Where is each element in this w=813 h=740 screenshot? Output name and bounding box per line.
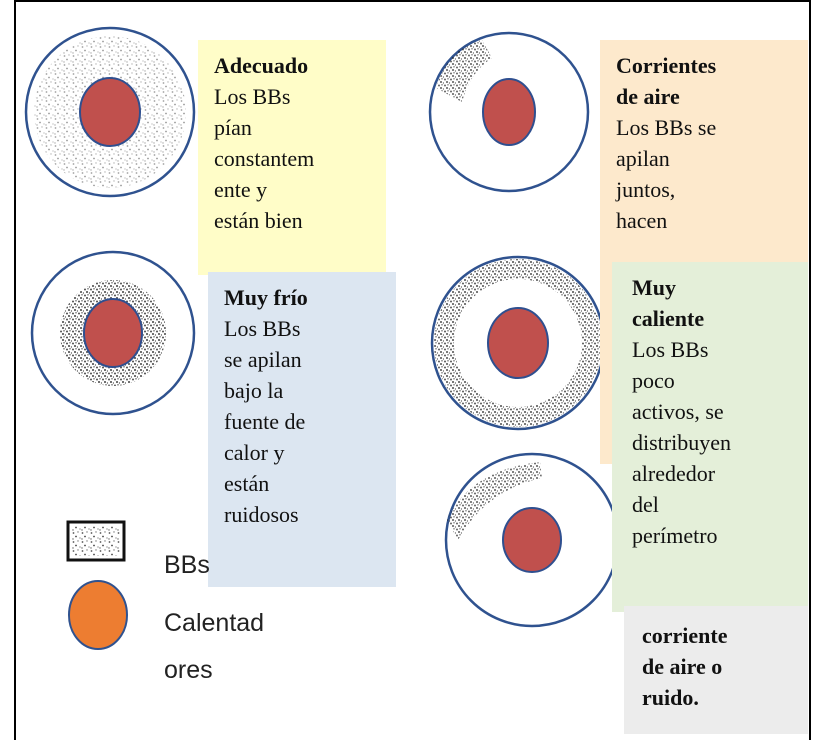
- diagram-frame: [14, 0, 811, 740]
- label-adecuado: Adecuado Los BBs pían constantem ente y …: [198, 40, 386, 275]
- label-corrientes-text: Los BBs se apilan juntos, hacen: [616, 115, 717, 233]
- label-corriente-ruido: corriente de aire o ruido.: [624, 606, 808, 734]
- heater-corriente-ruido: [502, 507, 562, 573]
- label-muy-frio-text: Los BBs se apilan bajo la fuente de calo…: [224, 316, 306, 527]
- circle-corrientes: [428, 31, 590, 193]
- circle-adecuado: [24, 26, 196, 198]
- circle-corriente-ruido: [444, 452, 620, 628]
- circle-muy-caliente: [430, 255, 606, 431]
- heater-muy-frio: [83, 298, 143, 368]
- label-muy-caliente-text: Los BBs poco activos, se distribuyen alr…: [632, 337, 731, 548]
- label-corrientes: Corrientes de aire Los BBs se apilan jun…: [600, 40, 808, 265]
- label-adecuado-text: Los BBs pían constantem ente y están bie…: [214, 84, 315, 233]
- circle-muy-frio: [30, 250, 196, 416]
- label-muy-frio-title: Muy frío: [224, 285, 308, 310]
- legend-heater-label: Calentad ores: [164, 609, 265, 684]
- heater-adecuado: [79, 77, 141, 147]
- label-corrientes-title: Corrientes de aire: [616, 53, 717, 109]
- label-muy-caliente-title: Muy caliente: [632, 275, 705, 331]
- legend-heater-swatch: [68, 580, 128, 650]
- legend-bbs-label: BBs: [164, 551, 210, 579]
- label-corriente-ruido-text: corriente de aire o ruido.: [642, 623, 728, 710]
- heater-muy-caliente: [487, 307, 549, 379]
- label-adecuado-title: Adecuado: [214, 53, 309, 78]
- label-muy-caliente: Muy caliente Los BBs poco activos, se di…: [612, 262, 808, 612]
- heater-corrientes: [482, 78, 536, 146]
- legend: [66, 520, 128, 650]
- label-muy-frio: Muy frío Los BBs se apilan bajo la fuent…: [208, 272, 396, 587]
